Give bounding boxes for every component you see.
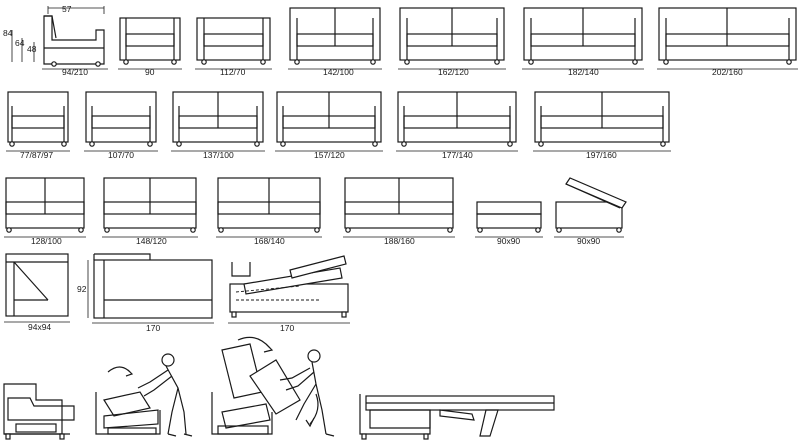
chaise-longue: 92 170 bbox=[77, 253, 214, 333]
label-row3-4: 90x90 bbox=[497, 236, 520, 246]
label-row2-5: 197/160 bbox=[586, 150, 617, 160]
dim-depth: 57 bbox=[62, 4, 72, 14]
chaise-longue-open: 170 bbox=[228, 255, 350, 333]
label-row1-0: 94/210 bbox=[62, 67, 88, 77]
dimension-markers: 84 64 48 57 bbox=[3, 4, 105, 62]
dim-height-total: 84 bbox=[3, 28, 13, 38]
label-row4-0: 94x94 bbox=[28, 322, 51, 332]
sofa-90: 90 bbox=[118, 17, 182, 77]
sofa-107-70: 107/70 bbox=[84, 91, 158, 160]
sofa-148-120: 148/120 bbox=[102, 177, 198, 246]
label-row2-0: 77/87/97 bbox=[20, 150, 53, 160]
label-row4-1: 170 bbox=[146, 323, 160, 333]
sofa-162-120: 162/120 bbox=[398, 7, 506, 77]
sofa-168-140: 168/140 bbox=[216, 177, 322, 246]
sofa-182-140: 182/140 bbox=[522, 7, 644, 77]
label-chaise-depth: 92 bbox=[77, 284, 87, 294]
step-1-sofa-closed bbox=[3, 383, 75, 440]
label-row3-3: 188/160 bbox=[384, 236, 415, 246]
label-row4-2: 170 bbox=[280, 323, 294, 333]
label-row3-2: 168/140 bbox=[254, 236, 285, 246]
pouf-open: 90x90 bbox=[554, 177, 627, 246]
step-4-bed-open bbox=[359, 394, 555, 440]
pouf: 90x90 bbox=[475, 201, 543, 246]
label-row1-2: 112/70 bbox=[220, 67, 246, 77]
label-row1-5: 182/140 bbox=[568, 67, 599, 77]
label-row1-6: 202/160 bbox=[712, 67, 743, 77]
label-row1-1: 90 bbox=[145, 67, 155, 77]
armchair-side-view: 94/210 bbox=[42, 15, 108, 77]
sofa-177-140: 177/140 bbox=[396, 91, 518, 160]
label-row1-4: 162/120 bbox=[438, 67, 469, 77]
sofa-188-160: 188/160 bbox=[343, 177, 455, 246]
dim-height-arm: 64 bbox=[15, 38, 25, 48]
label-row1-3: 142/100 bbox=[323, 67, 354, 77]
sofa-157-120: 157/120 bbox=[275, 91, 383, 160]
sofa-77-87-97: 77/87/97 bbox=[6, 91, 70, 160]
label-row2-2: 137/100 bbox=[203, 150, 234, 160]
sofa-112-70: 112/70 bbox=[195, 17, 272, 77]
sofa-197-160: 197/160 bbox=[533, 91, 671, 160]
label-row3-5: 90x90 bbox=[577, 236, 600, 246]
label-row3-1: 148/120 bbox=[136, 236, 167, 246]
sofa-128-100: 128/100 bbox=[4, 177, 86, 246]
corner-module: 94x94 bbox=[4, 253, 70, 332]
sofa-142-100: 142/100 bbox=[288, 7, 382, 77]
step-3-unfolding bbox=[211, 336, 335, 437]
label-row3-0: 128/100 bbox=[31, 236, 62, 246]
sofa-137-100: 137/100 bbox=[171, 91, 265, 160]
label-row2-4: 177/140 bbox=[442, 150, 473, 160]
label-row2-3: 157/120 bbox=[314, 150, 345, 160]
label-row2-1: 107/70 bbox=[108, 150, 134, 160]
sofa-202-160: 202/160 bbox=[657, 7, 798, 77]
step-2-lifting bbox=[95, 353, 193, 437]
dim-height-seat: 48 bbox=[27, 44, 37, 54]
